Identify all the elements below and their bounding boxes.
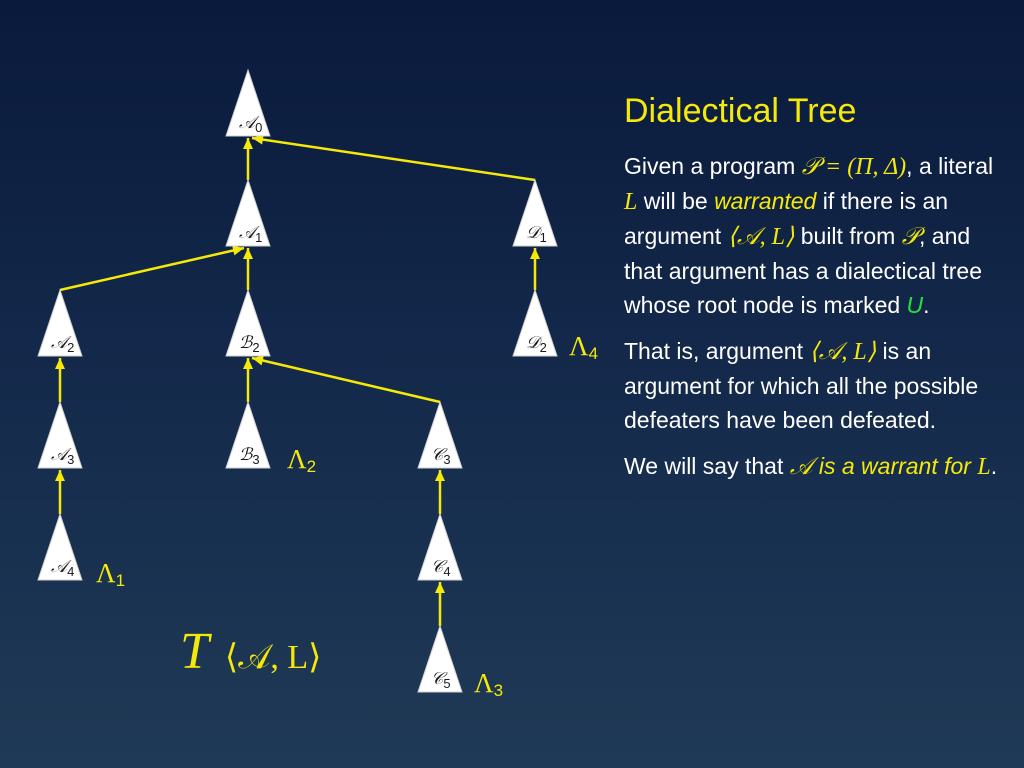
node-triangle [512,178,558,247]
edge-arrowhead [252,355,264,366]
slide-title: Dialectical Tree [624,92,857,130]
node-triangle [417,512,463,581]
edge-C3-B2 [251,356,441,404]
node-triangle [417,400,463,469]
edge-arrowhead [55,358,65,369]
node-A1: 𝒜1 [225,178,271,247]
node-A0: 𝒜0 [225,68,271,137]
edge-arrowhead [435,470,445,481]
node-D2: 𝒟2 [512,288,558,357]
edge-arrowhead [435,582,445,593]
node-A4: 𝒜4 [37,512,83,581]
node-A3: 𝒜3 [37,400,83,469]
edge-arrowhead [530,248,540,259]
tree-symbol: T [180,623,209,680]
node-triangle [512,288,558,357]
edge-arrowhead [252,134,264,145]
node-B3: ℬ3 [225,400,271,469]
node-C4: 𝒞4 [417,512,463,581]
edge-arrowhead [55,470,65,481]
node-triangle [417,624,463,693]
tree-argument: ⟨𝒜, L⟩ [224,639,322,676]
lambda-line-4: Λ4 [569,331,599,363]
node-triangle [225,68,271,137]
node-triangle [225,400,271,469]
tree-caption: T ⟨𝒜, L⟩ [180,622,321,681]
node-triangle [37,400,83,469]
edge-arrowhead [243,248,253,259]
node-triangle [37,512,83,581]
lambda-line-1: Λ1 [96,558,126,590]
node-triangle [225,288,271,357]
node-C5: 𝒞5 [417,624,463,693]
edge-arrowhead [243,358,253,369]
explanation-paragraph: That is, argument ⟨𝒜, L⟩ is an argument … [624,338,979,433]
edge-A2-A1 [59,246,245,292]
edge-arrowhead [232,245,244,256]
node-D1: 𝒟1 [512,178,558,247]
node-B2: ℬ2 [225,288,271,357]
edge-D1-A0 [251,136,536,182]
node-C3: 𝒞3 [417,400,463,469]
definition-paragraph: Given a program 𝒫 = (Π, Δ), a literal L … [624,153,994,318]
warrant-paragraph: We will say that 𝒜 is a warrant for L. [624,453,998,480]
lambda-line-2: Λ2 [287,444,317,476]
node-triangle [225,178,271,247]
edge-arrowhead [243,138,253,149]
text-panel: Dialectical Tree Given a program 𝒫 = (Π,… [624,92,1004,496]
node-triangle [37,288,83,357]
lambda-line-3: Λ3 [474,668,504,700]
node-A2: 𝒜2 [37,288,83,357]
